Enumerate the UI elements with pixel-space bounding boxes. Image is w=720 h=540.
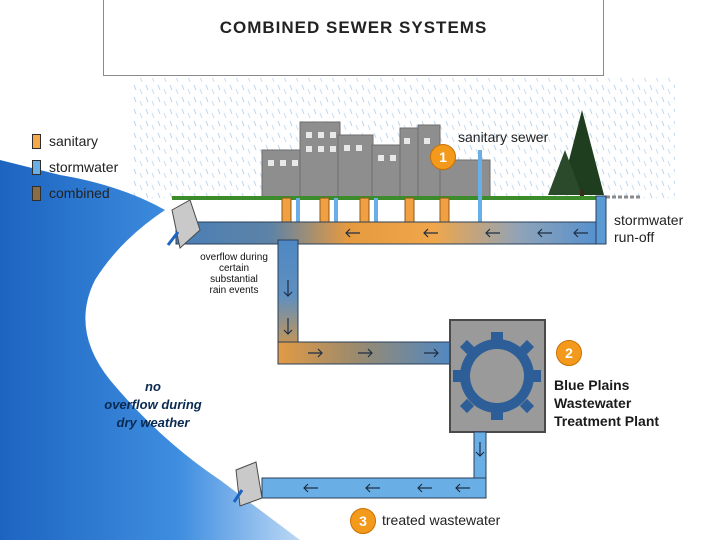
overflow-outfall <box>166 199 201 249</box>
legend-swatch-combined <box>32 185 41 201</box>
legend-swatch-sanitary <box>32 133 41 149</box>
river-note-line-2: overflow during <box>104 397 202 412</box>
marker-3: 3 <box>350 508 376 534</box>
stormwater-runoff-label: stormwater run-off <box>614 212 683 246</box>
legend-label-stormwater: stormwater <box>49 159 119 175</box>
treated-wastewater-label: treated wastewater <box>382 512 501 528</box>
marker-1: 1 <box>430 144 456 170</box>
treated-outfall <box>232 461 263 507</box>
plant-label-line-2: Wastewater <box>554 395 632 411</box>
flow-arrows-main <box>345 228 588 238</box>
legend-label-sanitary: sanitary <box>49 133 99 149</box>
plant-label: Blue Plains Wastewater Treatment Plant <box>554 376 659 430</box>
overflow-line-1: overflow during <box>200 252 268 263</box>
flow-arrows-effluent <box>303 442 485 493</box>
gear-icon <box>453 332 541 420</box>
sanitary-feeders <box>281 150 482 225</box>
overflow-line-2: certain <box>218 263 249 274</box>
flow-arrows-down <box>283 280 293 335</box>
legend-item-combined: combined <box>32 180 118 206</box>
legend: sanitary stormwater combined <box>32 128 118 206</box>
flow-arrows-interceptor <box>308 348 439 358</box>
tree-icons <box>548 110 604 200</box>
overflow-label: overflow during certain substantial rain… <box>194 252 274 296</box>
legend-label-combined: combined <box>49 185 110 201</box>
sanitary-sewer-label: sanitary sewer <box>458 129 549 145</box>
river-note: no overflow during dry weather <box>88 378 218 432</box>
stormwater-runoff-line-2: run-off <box>614 229 655 245</box>
river-note-line-3: dry weather <box>116 415 190 430</box>
building-windows <box>268 132 430 166</box>
river <box>0 160 300 540</box>
legend-item-stormwater: stormwater <box>32 154 118 180</box>
legend-swatch-stormwater <box>32 159 41 175</box>
overflow-line-3: substantial <box>210 274 258 285</box>
river-note-line-1: no <box>145 379 161 394</box>
title-box: COMBINED SEWER SYSTEMS <box>103 0 604 76</box>
page-title: COMBINED SEWER SYSTEMS <box>219 18 488 37</box>
plant-label-line-3: Treatment Plant <box>554 413 660 429</box>
stormwater-inlet-pipe <box>595 195 607 245</box>
marker-2: 2 <box>556 340 582 366</box>
legend-item-sanitary: sanitary <box>32 128 118 154</box>
plant-label-line-1: Blue Plains <box>554 377 630 393</box>
stormwater-runoff-line-1: stormwater <box>614 212 684 228</box>
overflow-line-4: rain events <box>209 285 259 296</box>
